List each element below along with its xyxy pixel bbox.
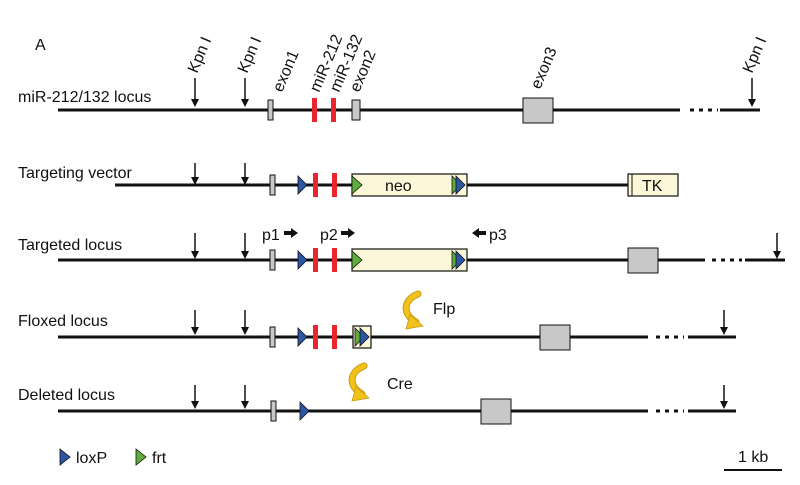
tk-cassette (627, 173, 679, 197)
loxp-site (297, 175, 308, 195)
exon1-label: exon1 (270, 48, 303, 95)
primer-p2-label: p2 (320, 227, 338, 244)
exon1-box (267, 99, 274, 121)
kpni-arrow (191, 385, 728, 409)
cre-label: Cre (387, 376, 413, 393)
row-label-floxed: Floxed locus (18, 313, 108, 330)
exon3-box (627, 247, 659, 274)
loxp-site (297, 327, 308, 347)
exon1-box (269, 326, 276, 348)
kpni-label-3: Kpn I (740, 35, 770, 76)
kpni-arrow (191, 163, 249, 185)
loxp-site (297, 250, 308, 270)
scale-bar-label: 1 kb (738, 449, 768, 466)
neo-label: neo (385, 178, 412, 195)
legend-loxp-label: loxP (76, 450, 107, 467)
tk-label: TK (642, 178, 663, 195)
mir132-mark (332, 325, 337, 349)
frt-site (351, 175, 363, 195)
mir212-mark (312, 98, 317, 122)
legend-frt-label: frt (152, 450, 167, 467)
kpni-arrow (191, 310, 728, 335)
kpni-arrow (191, 233, 781, 259)
primer-p1-arrow (284, 228, 298, 238)
row-label-targeted: Targeted locus (18, 237, 122, 254)
neo-cassette (351, 248, 468, 272)
frt-legend-icon (135, 448, 147, 466)
exon3-label: exon3 (528, 45, 561, 92)
mir212-mark (313, 173, 318, 197)
loxp-site (359, 327, 370, 347)
loxp-legend-icon (59, 448, 71, 466)
exon1-box (270, 400, 277, 422)
mir212-mark (313, 325, 318, 349)
exon3-box (522, 97, 554, 124)
mir132-mark (331, 98, 336, 122)
loxp-site (455, 175, 466, 195)
frt-site (354, 327, 365, 347)
primer-p1-label: p1 (262, 227, 280, 244)
exon2-box (351, 99, 361, 121)
exon3-box (539, 324, 571, 351)
flp-label: Flp (433, 301, 455, 318)
frt-site (351, 250, 363, 270)
row-label-deleted: Deleted locus (18, 387, 115, 404)
loxp-site (455, 250, 466, 270)
row-label-vector: Targeting vector (18, 165, 133, 182)
primer-p2-arrow (341, 228, 355, 238)
kpni-label-2: Kpn I (235, 35, 265, 76)
mir132-mark (332, 248, 337, 272)
row-label-locus: miR-212/132 locus (18, 89, 151, 106)
kpni-label-1: Kpn I (185, 35, 215, 76)
mir212-mark (313, 248, 318, 272)
exon3-box (480, 398, 512, 425)
mir132-mark (332, 173, 337, 197)
exon1-box (269, 174, 276, 196)
primer-p3-label: p3 (489, 227, 507, 244)
exon1-box (269, 249, 276, 271)
primer-p3-arrow (472, 228, 486, 238)
panel-label: A (35, 37, 46, 54)
kpni-arrow (191, 78, 756, 107)
loxp-site (299, 401, 310, 421)
